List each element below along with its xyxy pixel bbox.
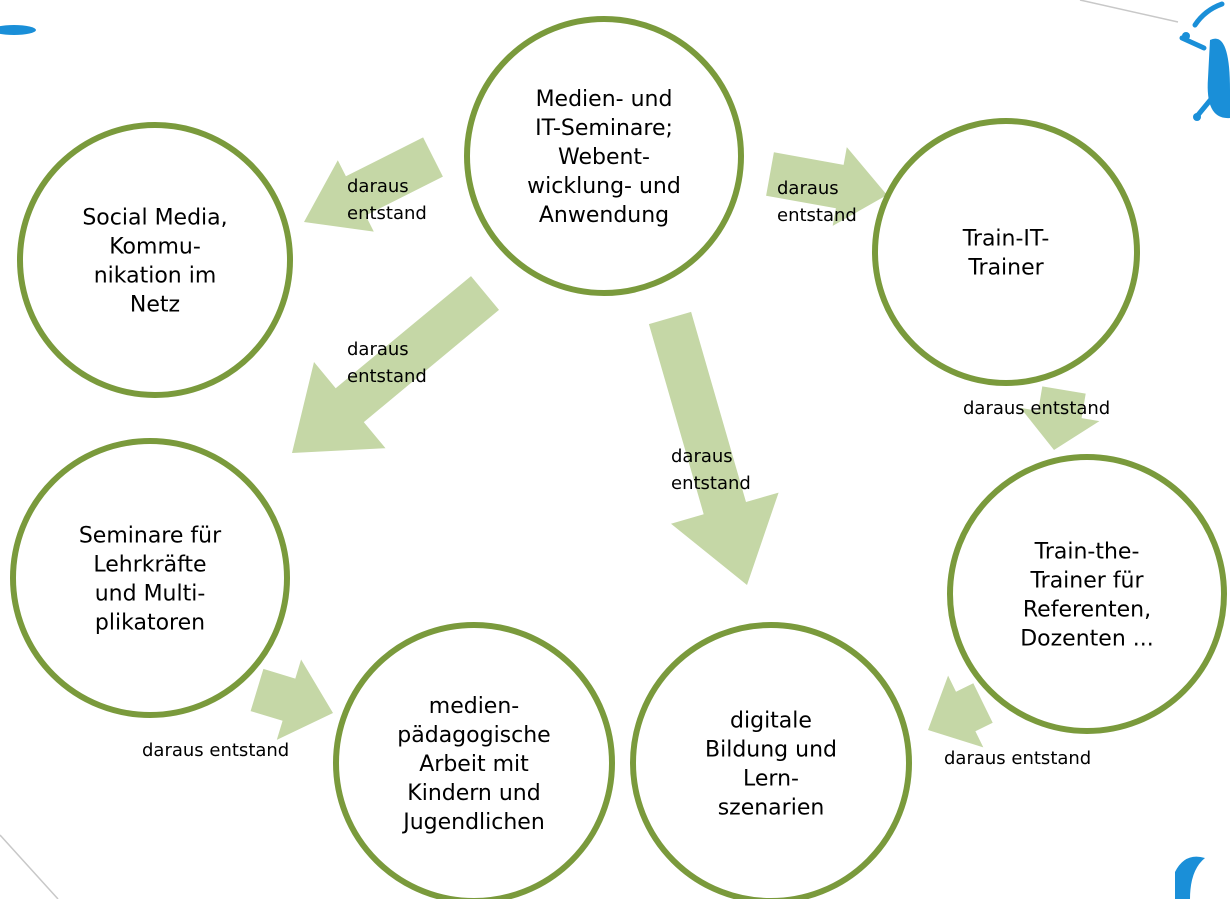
node-label-line: Train-the- (1034, 540, 1140, 565)
node-label-line: Webent- (558, 145, 650, 170)
node-label-line: Bildung und (705, 738, 837, 763)
edge-label-train-the-trainer-to-digitale-bildung: daraus entstand (944, 748, 1091, 769)
arrow-train-it-to-train-the-trainer (1020, 386, 1100, 450)
arrow-medien-it-to-social-media (304, 137, 443, 232)
node-circle (17, 122, 293, 398)
edge-label-line: daraus entstand (963, 398, 1110, 419)
arrow-seminare-lehrkraefte-to-medienpaedagogik (250, 659, 333, 740)
node-social-media: Social Media, Kommu-nikation im Netz (17, 122, 293, 398)
arrow-medien-it-to-train-it (766, 147, 887, 226)
node-label-line: und Multi- (95, 582, 206, 607)
node-label-line: Arbeit mit (419, 752, 529, 777)
node-label-line: Trainer (967, 256, 1044, 281)
node-label-line: Medien- und (536, 87, 673, 112)
node-circle (872, 118, 1140, 386)
node-circle (947, 454, 1227, 734)
node-label-line: Lern- (743, 767, 799, 792)
node-label-line: Social Media, (82, 206, 227, 231)
edge-label-line: daraus (671, 446, 733, 467)
node-label-line: pädagogische (397, 723, 550, 748)
edge-label-medien-it-to-digitale-bildung: daraus entstand (671, 446, 751, 494)
node-label-line: Seminare für (79, 524, 222, 549)
node-circle (10, 438, 290, 718)
node-label-line: Lehrkräfte (93, 553, 206, 578)
node-circle (464, 16, 744, 296)
node-label-line: Trainer für (1029, 569, 1144, 594)
node-label-line: Kommu- (109, 235, 201, 260)
edge-label-line: daraus (347, 176, 409, 197)
node-train-it: Train-IT- Trainer (872, 118, 1140, 386)
node-label-line: medien- (429, 694, 519, 719)
node-label-line: nikation im (94, 264, 217, 289)
edge-label-medien-it-to-social-media: daraus entstand (347, 176, 427, 224)
edge-label-seminare-lehrkraefte-to-medienpaedagogik: daraus entstand (142, 740, 289, 761)
edge-label-layer: daraus entstand daraus entstand daraus entsta… (142, 176, 1110, 769)
node-circle (630, 622, 912, 899)
edge-label-line: daraus (777, 178, 839, 199)
node-label-line: Train-IT- (962, 227, 1050, 252)
edge-label-medien-it-to-train-it: daraus entstand (777, 178, 857, 226)
node-label-line: Dozenten ... (1020, 627, 1154, 652)
corner-line-bottom-left (0, 834, 59, 899)
node-label-line: Referenten, (1023, 598, 1151, 623)
edge-label-line: daraus (347, 339, 409, 360)
corner-blob-top-left (0, 25, 36, 35)
edge-label-line: daraus entstand (944, 748, 1091, 769)
node-circle (333, 622, 615, 899)
edge-label-medien-it-to-seminare-lehrkraefte: daraus entstand (347, 339, 427, 387)
node-label-line: Netz (130, 293, 180, 318)
node-label-line: szenarien (718, 796, 825, 821)
node-label-line: digitale (730, 709, 812, 734)
edge-label-line: daraus entstand (142, 740, 289, 761)
mascot-figure-top-right (1179, 1, 1230, 121)
arrow-medien-it-to-digitale-bildung (648, 311, 779, 585)
edge-label-line: entstand (347, 366, 427, 387)
edge-label-line: entstand (671, 473, 751, 494)
arrow-train-the-trainer-to-digitale-bildung (928, 675, 993, 748)
node-label-line: wicklung- und (527, 174, 681, 199)
edge-label-line: entstand (777, 205, 857, 226)
node-label-line: Kindern und (407, 781, 540, 806)
node-label-line: plikatoren (95, 611, 205, 636)
corner-blob-bottom-right (1175, 856, 1205, 899)
edge-label-line: entstand (347, 203, 427, 224)
node-label-line: Anwendung (539, 203, 669, 228)
node-label-line: Jugendlichen (401, 810, 545, 835)
arrow-medien-it-to-seminare-lehrkraefte (292, 276, 499, 453)
node-label-line: IT-Seminare; (535, 116, 673, 141)
corner-line-top-right (1079, 0, 1179, 23)
arrow-layer (250, 137, 1100, 748)
edge-label-train-it-to-train-the-trainer: daraus entstand (963, 398, 1110, 419)
